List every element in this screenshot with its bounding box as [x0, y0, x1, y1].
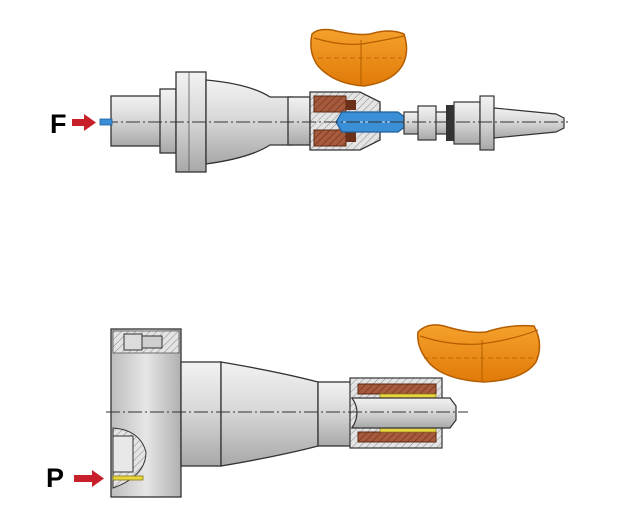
workpiece-top	[310, 28, 408, 87]
expansion-sleeve-upper-bottom	[357, 383, 437, 395]
force-label: F	[50, 109, 67, 139]
hydraulic-chuck-top: F	[50, 28, 568, 173]
expansion-sleeve-lower	[313, 129, 347, 147]
hydraulic-chuck-bottom: P	[46, 324, 541, 498]
expansion-sleeve-upper	[313, 95, 347, 113]
pressure-label: P	[46, 463, 64, 493]
shank-top	[110, 95, 170, 147]
expansion-sleeve-lower-bottom	[357, 431, 437, 443]
pressure-arrow-icon	[74, 470, 104, 487]
tapered-body-bottom	[220, 361, 319, 467]
workpiece-bottom	[417, 324, 541, 383]
piston-seal-bottom	[112, 475, 144, 481]
force-arrow-icon	[72, 114, 96, 131]
